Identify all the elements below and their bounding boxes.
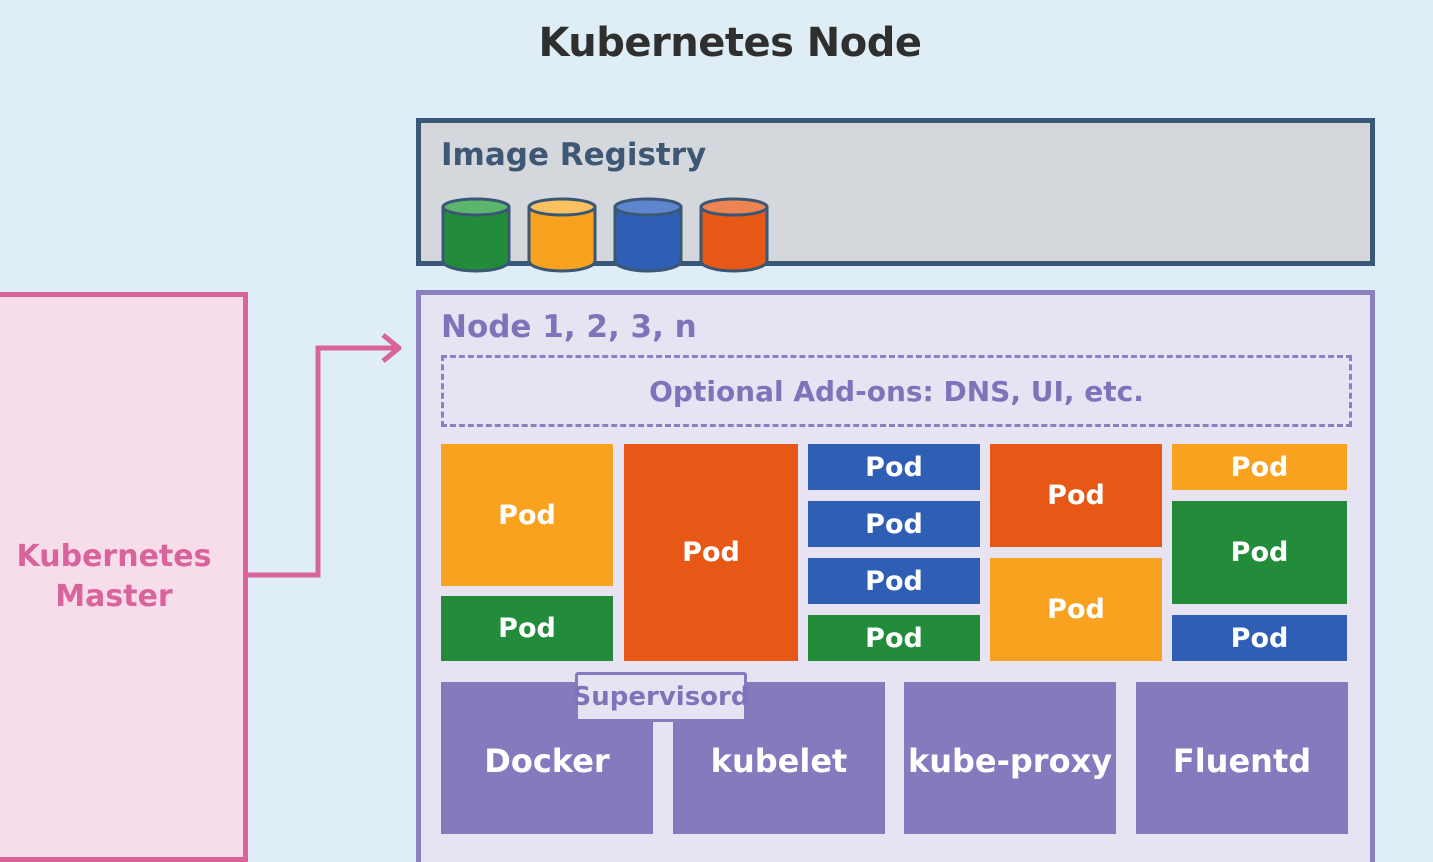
pod-block: Pod <box>808 501 980 547</box>
node-label: Node 1, 2, 3, n <box>441 309 697 345</box>
pod-block: Pod <box>1172 501 1347 604</box>
pod-block: Pod <box>990 444 1162 547</box>
pod-block: Pod <box>808 558 980 604</box>
pod-block: Pod <box>441 444 613 586</box>
master-label-line1: Kubernetes <box>16 539 212 574</box>
kube-proxy-component: kube-proxy <box>904 682 1116 834</box>
pod-block: Pod <box>808 444 980 490</box>
pod-block: Pod <box>808 615 980 661</box>
image-registry-label: Image Registry <box>441 137 707 173</box>
pod-block: Pod <box>1172 444 1347 490</box>
pod-block: Pod <box>1172 615 1347 661</box>
image-registry-box: Image Registry <box>416 118 1375 273</box>
image-cylinder-red-icon <box>699 197 769 273</box>
kubernetes-master-label: Kubernetes Master <box>0 537 228 617</box>
image-cylinder-orange-icon <box>527 197 597 273</box>
supervisord-label: Supervisord <box>573 672 749 722</box>
pod-block: Pod <box>990 558 1162 661</box>
pod-block: Pod <box>441 596 613 661</box>
image-cylinder-blue-icon <box>613 197 683 273</box>
kubernetes-master-box: Kubernetes Master <box>0 292 248 862</box>
diagram-title: Kubernetes Node <box>538 20 922 66</box>
optional-addons-box: Optional Add-ons: DNS, UI, etc. <box>441 355 1352 427</box>
master-label-line2: Master <box>55 579 173 614</box>
pod-block: Pod <box>624 444 798 661</box>
image-cylinder-green-icon <box>441 197 511 273</box>
fluentd-component: Fluentd <box>1136 682 1348 834</box>
